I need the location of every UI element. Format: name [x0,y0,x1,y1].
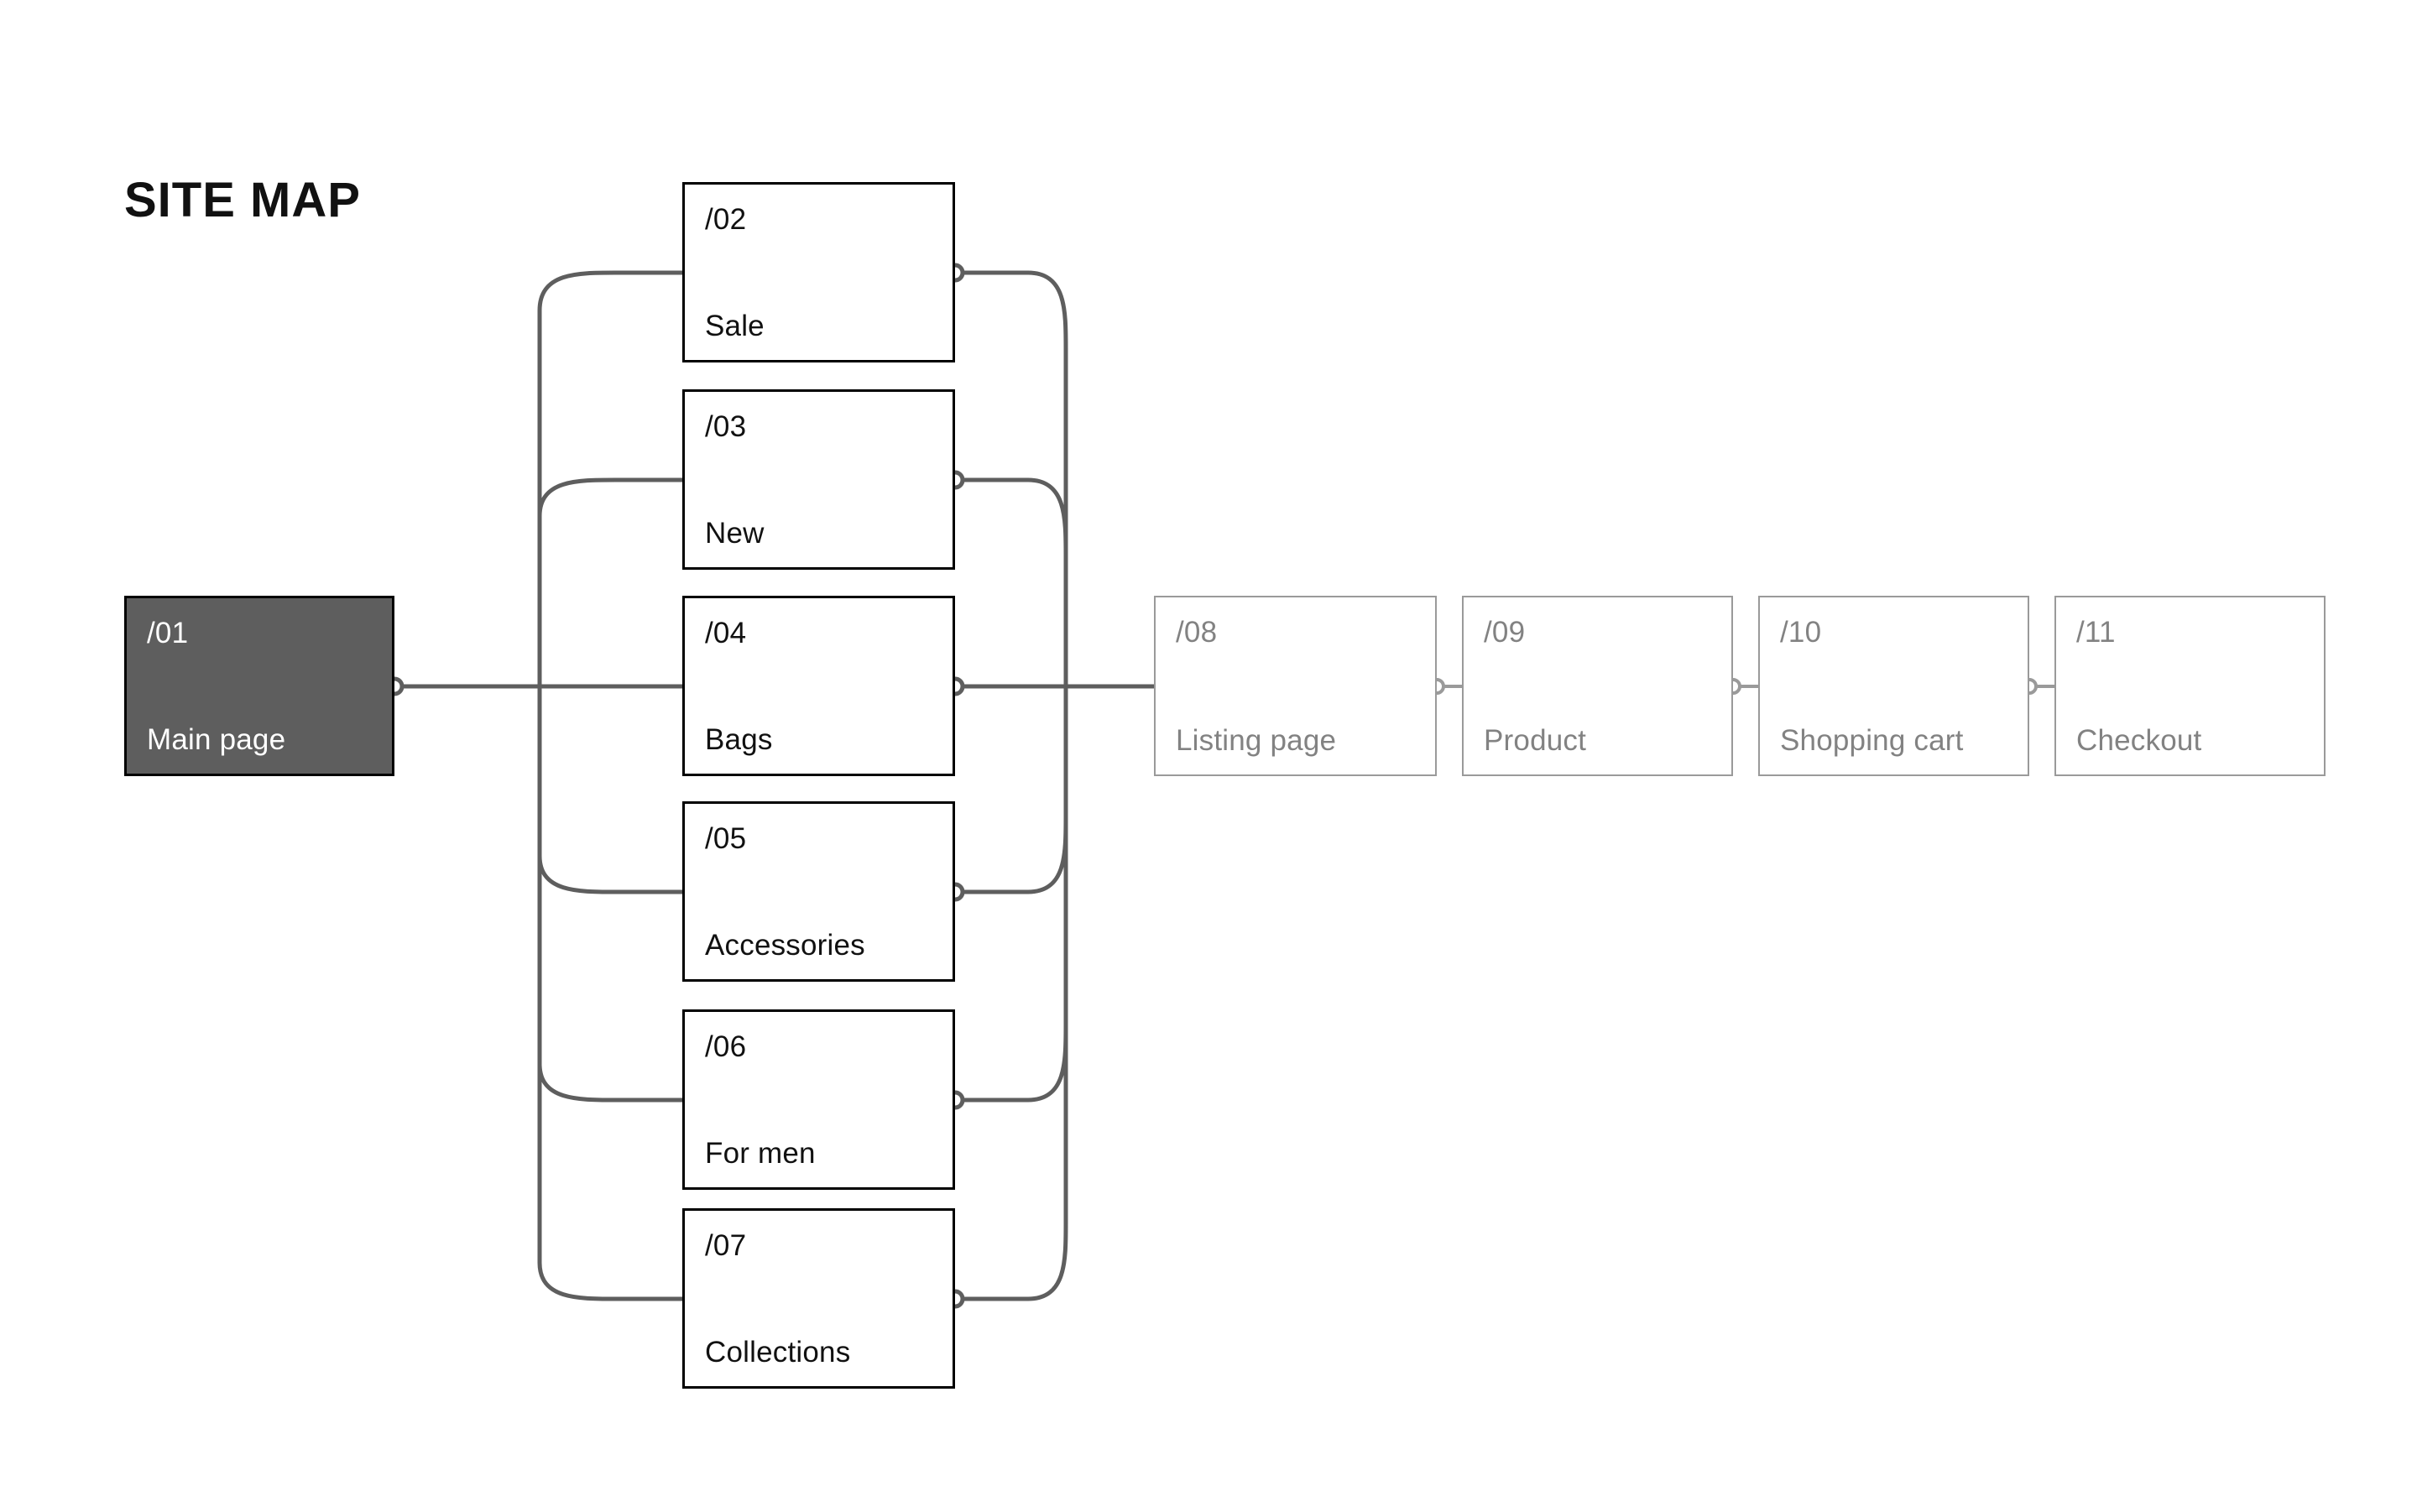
node-slug: /07 [705,1229,747,1262]
node-slug: /03 [705,410,747,443]
edge-trunk-collections [537,686,682,1301]
node-label: Accessories [705,929,865,962]
edge-trunk-formen [537,686,682,1103]
node-collections[interactable]: /07 Collections [682,1208,955,1389]
edge-trunk-new [537,477,682,686]
node-label: Bags [705,723,773,756]
edge-trunk-accessories [537,686,682,894]
node-slug: /01 [147,617,189,649]
node-new[interactable]: /03 New [682,389,955,570]
node-slug: /02 [705,203,747,236]
node-slug: /08 [1176,616,1218,649]
edge-formen-junction [955,686,1068,1103]
node-slug: /04 [705,617,747,649]
node-slug: /11 [2076,616,2116,649]
node-sale[interactable]: /02 Sale [682,182,955,362]
node-shopping-cart[interactable]: /10 Shopping cart [1758,596,2029,776]
node-slug: /05 [705,822,747,855]
edge-accessories-junction [955,686,1068,894]
node-label: Sale [705,310,765,342]
node-product[interactable]: /09 Product [1462,596,1733,776]
node-main-page[interactable]: /01 Main page [124,596,394,776]
edge-sale-junction [955,270,1068,686]
node-slug: /06 [705,1030,747,1063]
node-for-men[interactable]: /06 For men [682,1009,955,1190]
edge-new-junction [955,477,1068,686]
edge-trunk-sale [537,270,682,686]
node-label: For men [705,1137,816,1170]
node-label: Product [1484,724,1587,757]
node-label: Collections [705,1336,851,1369]
edge-collections-junction [955,686,1068,1301]
site-map-title: SITE MAP [124,173,361,227]
node-label: Main page [147,723,286,756]
node-accessories[interactable]: /05 Accessories [682,801,955,982]
node-listing-page[interactable]: /08 Listing page [1154,596,1437,776]
node-label: Checkout [2076,724,2202,757]
node-label: Shopping cart [1780,724,1964,757]
node-bags[interactable]: /04 Bags [682,596,955,776]
node-checkout[interactable]: /11 Checkout [2054,596,2326,776]
node-label: New [705,517,765,550]
node-label: Listing page [1176,724,1337,757]
node-slug: /10 [1780,616,1822,649]
node-slug: /09 [1484,616,1526,649]
